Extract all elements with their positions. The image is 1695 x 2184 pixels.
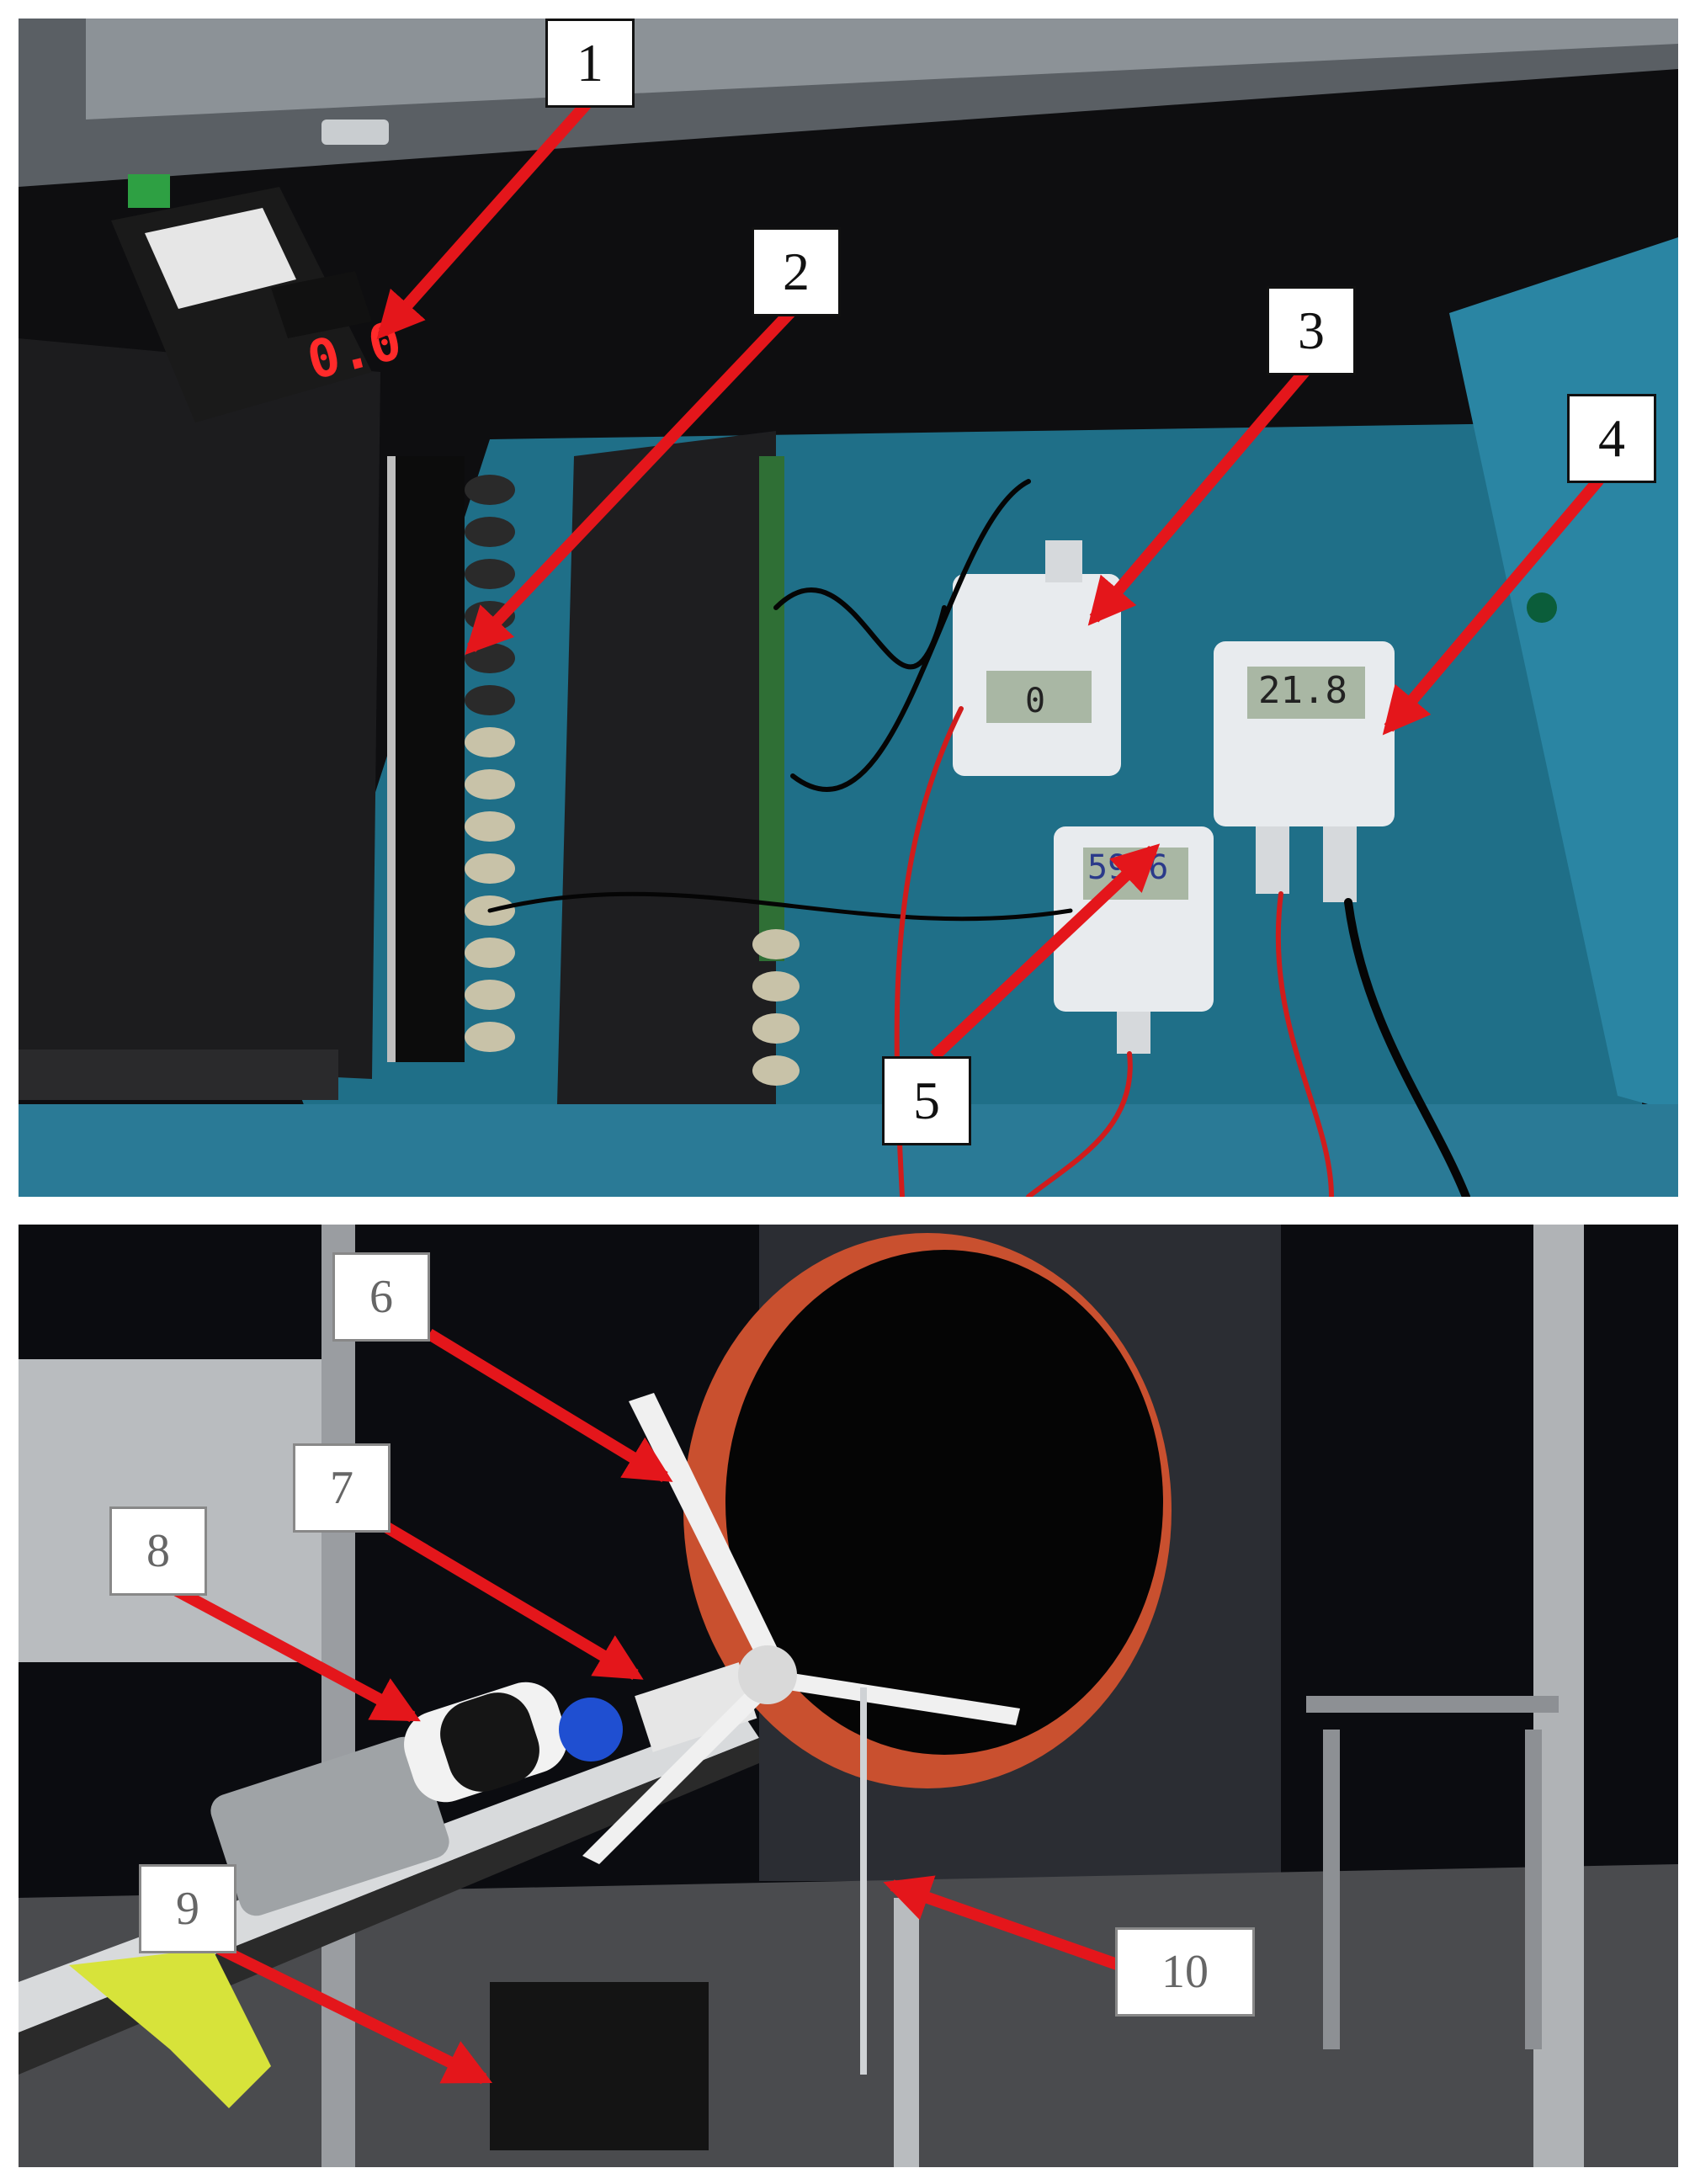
arrow-1 xyxy=(376,97,594,340)
callout-6: 6 xyxy=(332,1252,430,1342)
callout-7: 7 xyxy=(293,1443,391,1533)
arrow-10 xyxy=(883,1875,1122,1971)
electronics-photo xyxy=(19,19,1678,1197)
sensor-box xyxy=(490,1982,709,2150)
bnc-connector xyxy=(752,1013,800,1044)
bnc-connector xyxy=(465,727,515,757)
rotor xyxy=(582,1393,1020,1864)
meter-4 xyxy=(1214,641,1395,902)
callout-10: 10 xyxy=(1115,1927,1255,2017)
arrow-6 xyxy=(426,1329,673,1482)
meter-3-reading: 0 xyxy=(1025,682,1046,720)
bnc-connector xyxy=(465,685,515,715)
bnc-connector xyxy=(465,811,515,842)
motor xyxy=(210,1736,449,1916)
probe xyxy=(860,1687,867,2075)
arrow-8 xyxy=(173,1585,421,1723)
bnc-connector xyxy=(465,769,515,800)
callout-8: 8 xyxy=(109,1506,207,1596)
daq-chassis xyxy=(19,338,380,1079)
bnc-connector xyxy=(465,980,515,1010)
callout-5: 5 xyxy=(882,1056,971,1145)
arrow-2 xyxy=(465,303,800,656)
callout-2: 2 xyxy=(752,227,841,316)
meter-3 xyxy=(953,540,1121,776)
arrow-9 xyxy=(215,1942,493,2085)
callout-9: 9 xyxy=(139,1864,236,1953)
bnc-connector xyxy=(752,1055,800,1086)
callout-4: 4 xyxy=(1567,394,1656,483)
callout-1: 1 xyxy=(545,19,635,108)
bnc-connector xyxy=(465,517,515,547)
bnc-connector xyxy=(465,938,515,968)
bnc-connector xyxy=(465,475,515,505)
signal-conditioner xyxy=(557,431,776,1104)
bnc-connector xyxy=(465,853,515,884)
meter-4-reading: 21.8 xyxy=(1258,669,1347,712)
callout-3: 3 xyxy=(1267,286,1356,375)
bnc-connector xyxy=(752,929,800,959)
arrow-5 xyxy=(930,843,1161,1061)
digital-indicator xyxy=(111,174,372,422)
bnc-connector xyxy=(465,559,515,589)
bnc-connector xyxy=(465,1022,515,1052)
connector-strip xyxy=(387,456,465,1062)
bnc-connector xyxy=(752,971,800,1002)
wind-tunnel-photo xyxy=(19,1225,1678,2167)
arrow-4 xyxy=(1382,476,1604,736)
arrow-3 xyxy=(1087,358,1318,626)
arrow-7 xyxy=(384,1522,644,1681)
